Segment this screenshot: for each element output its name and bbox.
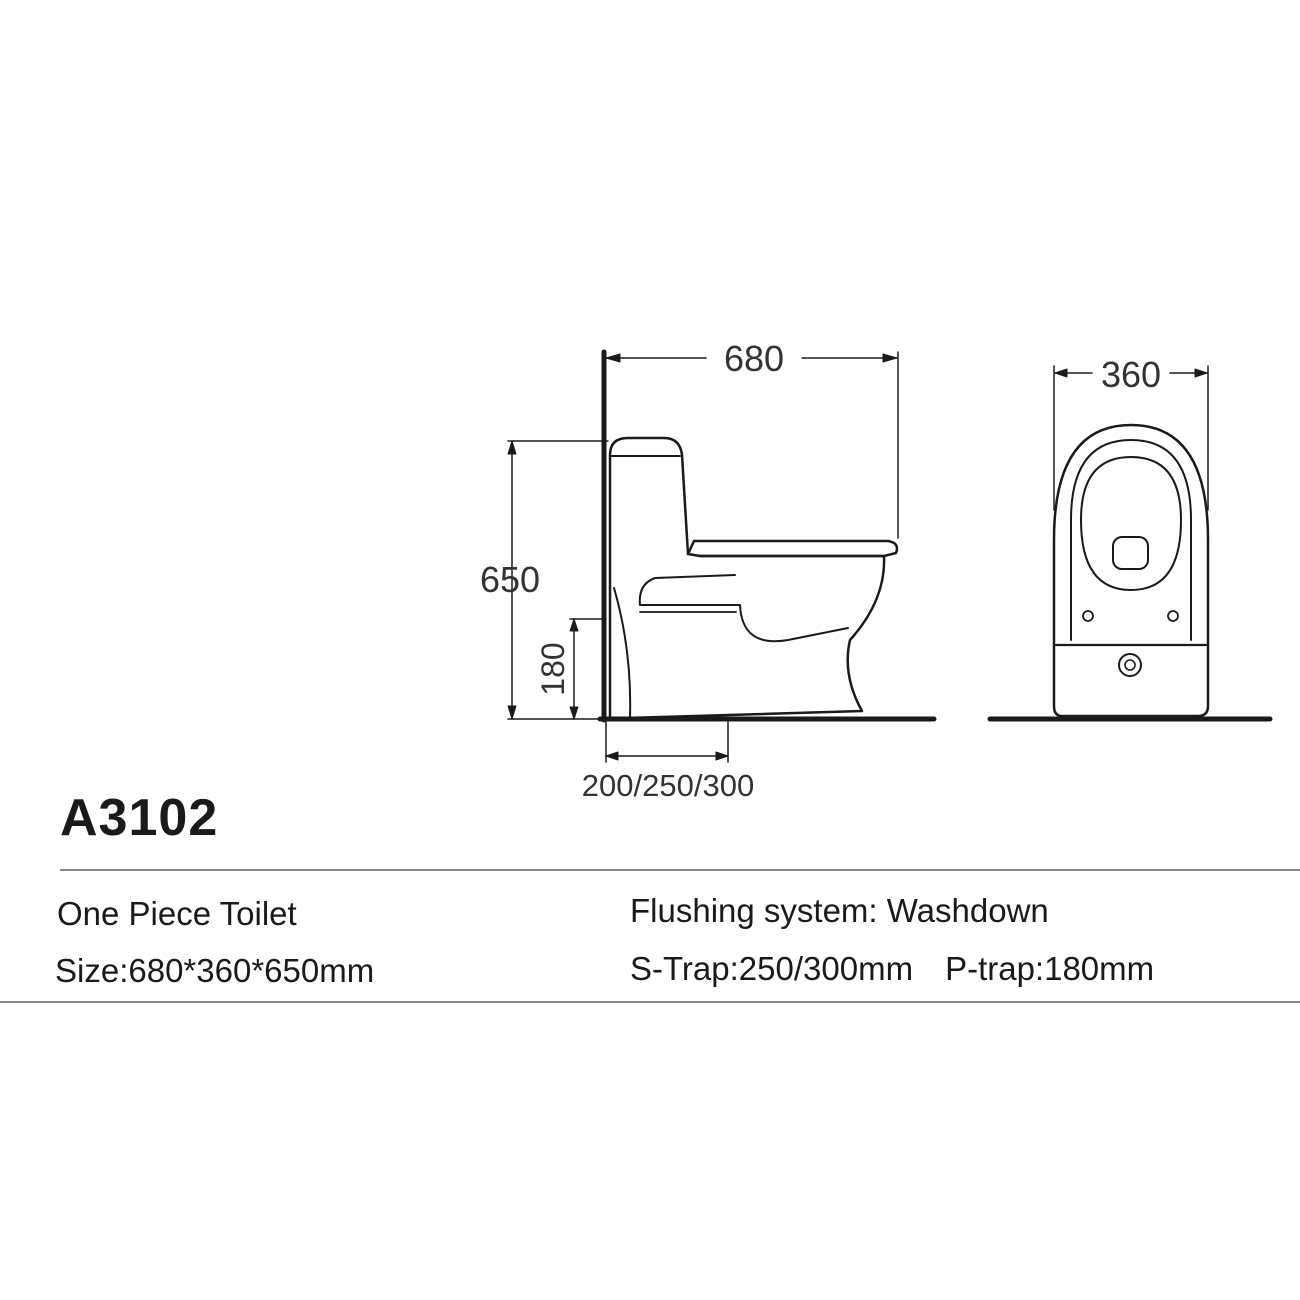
dim-680-arrow-right [882, 353, 898, 363]
flushing-system: Flushing system: Washdown [630, 892, 1049, 929]
dim-180-arrow-bottom [569, 706, 579, 720]
trapway-curve [613, 587, 632, 719]
bowl-rim [638, 574, 849, 643]
product-size: Size:680*360*650mm [55, 952, 375, 989]
side-view [507, 349, 937, 763]
bowl-outline-top [1052, 423, 1210, 718]
bowl-inner-top [1080, 456, 1182, 591]
s-trap-spec: S-Trap:250/300mm [630, 950, 914, 987]
flush-button-icon [1118, 653, 1142, 677]
product-type: One Piece Toilet [57, 895, 297, 932]
dim-strap-arrow-right [715, 751, 729, 761]
drain-outlet [1112, 536, 1149, 570]
dim-180-arrow-top [569, 618, 579, 632]
dim-650-arrow-bottom [507, 705, 517, 720]
p-trap-spec: P-trap:180mm [945, 950, 1155, 987]
bowl-body [626, 554, 886, 720]
seat-lid [686, 539, 899, 558]
dim-680-arrow-left [605, 353, 621, 363]
dim-650-arrow-top [507, 440, 517, 455]
model-number: A3102 [60, 789, 219, 847]
flush-button-inner [1124, 659, 1136, 671]
dim-label-strap: 200/250/300 [582, 768, 754, 803]
dim-360-arrow-left [1054, 368, 1068, 378]
dim-strap-arrow-left [605, 751, 619, 761]
dim-360-arrow-right [1194, 368, 1208, 378]
dim-label-length: 680 [724, 338, 784, 379]
hinge-hole-right [1167, 610, 1179, 622]
dim-label-height: 650 [480, 559, 540, 600]
divider-bottom [0, 1001, 1300, 1003]
tank-outline [608, 436, 690, 720]
trap-specs: S-Trap:250/300mm P-trap:180mm [630, 950, 1154, 988]
seat-outline-top [1070, 439, 1192, 641]
top-view [987, 365, 1273, 722]
dim-label-width: 360 [1101, 354, 1161, 395]
hinge-hole-left [1082, 610, 1094, 622]
divider-top [60, 869, 1300, 871]
dim-label-ptrap: 180 [535, 642, 571, 695]
